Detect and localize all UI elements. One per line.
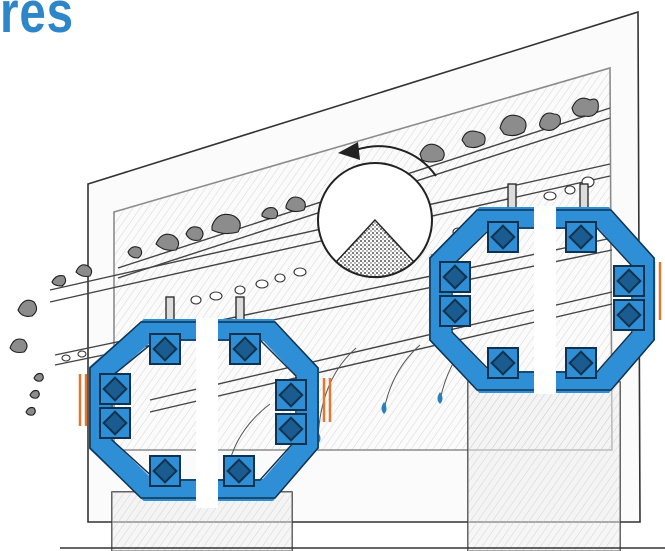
rock-icon [191, 296, 201, 304]
module-block [488, 222, 518, 252]
rock-icon [76, 265, 92, 277]
rock-icon [52, 276, 66, 286]
module-block [276, 380, 306, 410]
rock-icon [256, 280, 268, 288]
pedestal-right [468, 382, 620, 551]
rock-icon [62, 355, 70, 361]
rock-icon [462, 131, 485, 148]
rock-icon [30, 391, 39, 399]
rock-icon [235, 286, 245, 294]
rock-icon [572, 98, 598, 116]
module-block [276, 414, 306, 444]
rock-icon [34, 374, 43, 382]
module-block [440, 296, 470, 326]
rock-icon [18, 300, 37, 316]
module-block [566, 222, 596, 252]
rock-icon [10, 339, 27, 353]
rock-icon [544, 192, 556, 200]
rock-icon [26, 408, 35, 416]
module-block [614, 300, 644, 330]
module-block [150, 334, 180, 364]
module-block [488, 348, 518, 378]
module-block [150, 456, 180, 486]
module-block [566, 348, 596, 378]
rock-icon [294, 268, 306, 276]
module-block [224, 456, 254, 486]
rock-icon [78, 351, 86, 357]
module-block [440, 262, 470, 292]
module-block [230, 334, 260, 364]
rock-icon [565, 186, 575, 194]
module-block [100, 408, 130, 438]
rock-icon [275, 274, 285, 282]
rock-icon [210, 292, 222, 300]
module-block [100, 374, 130, 404]
module-block [614, 266, 644, 296]
